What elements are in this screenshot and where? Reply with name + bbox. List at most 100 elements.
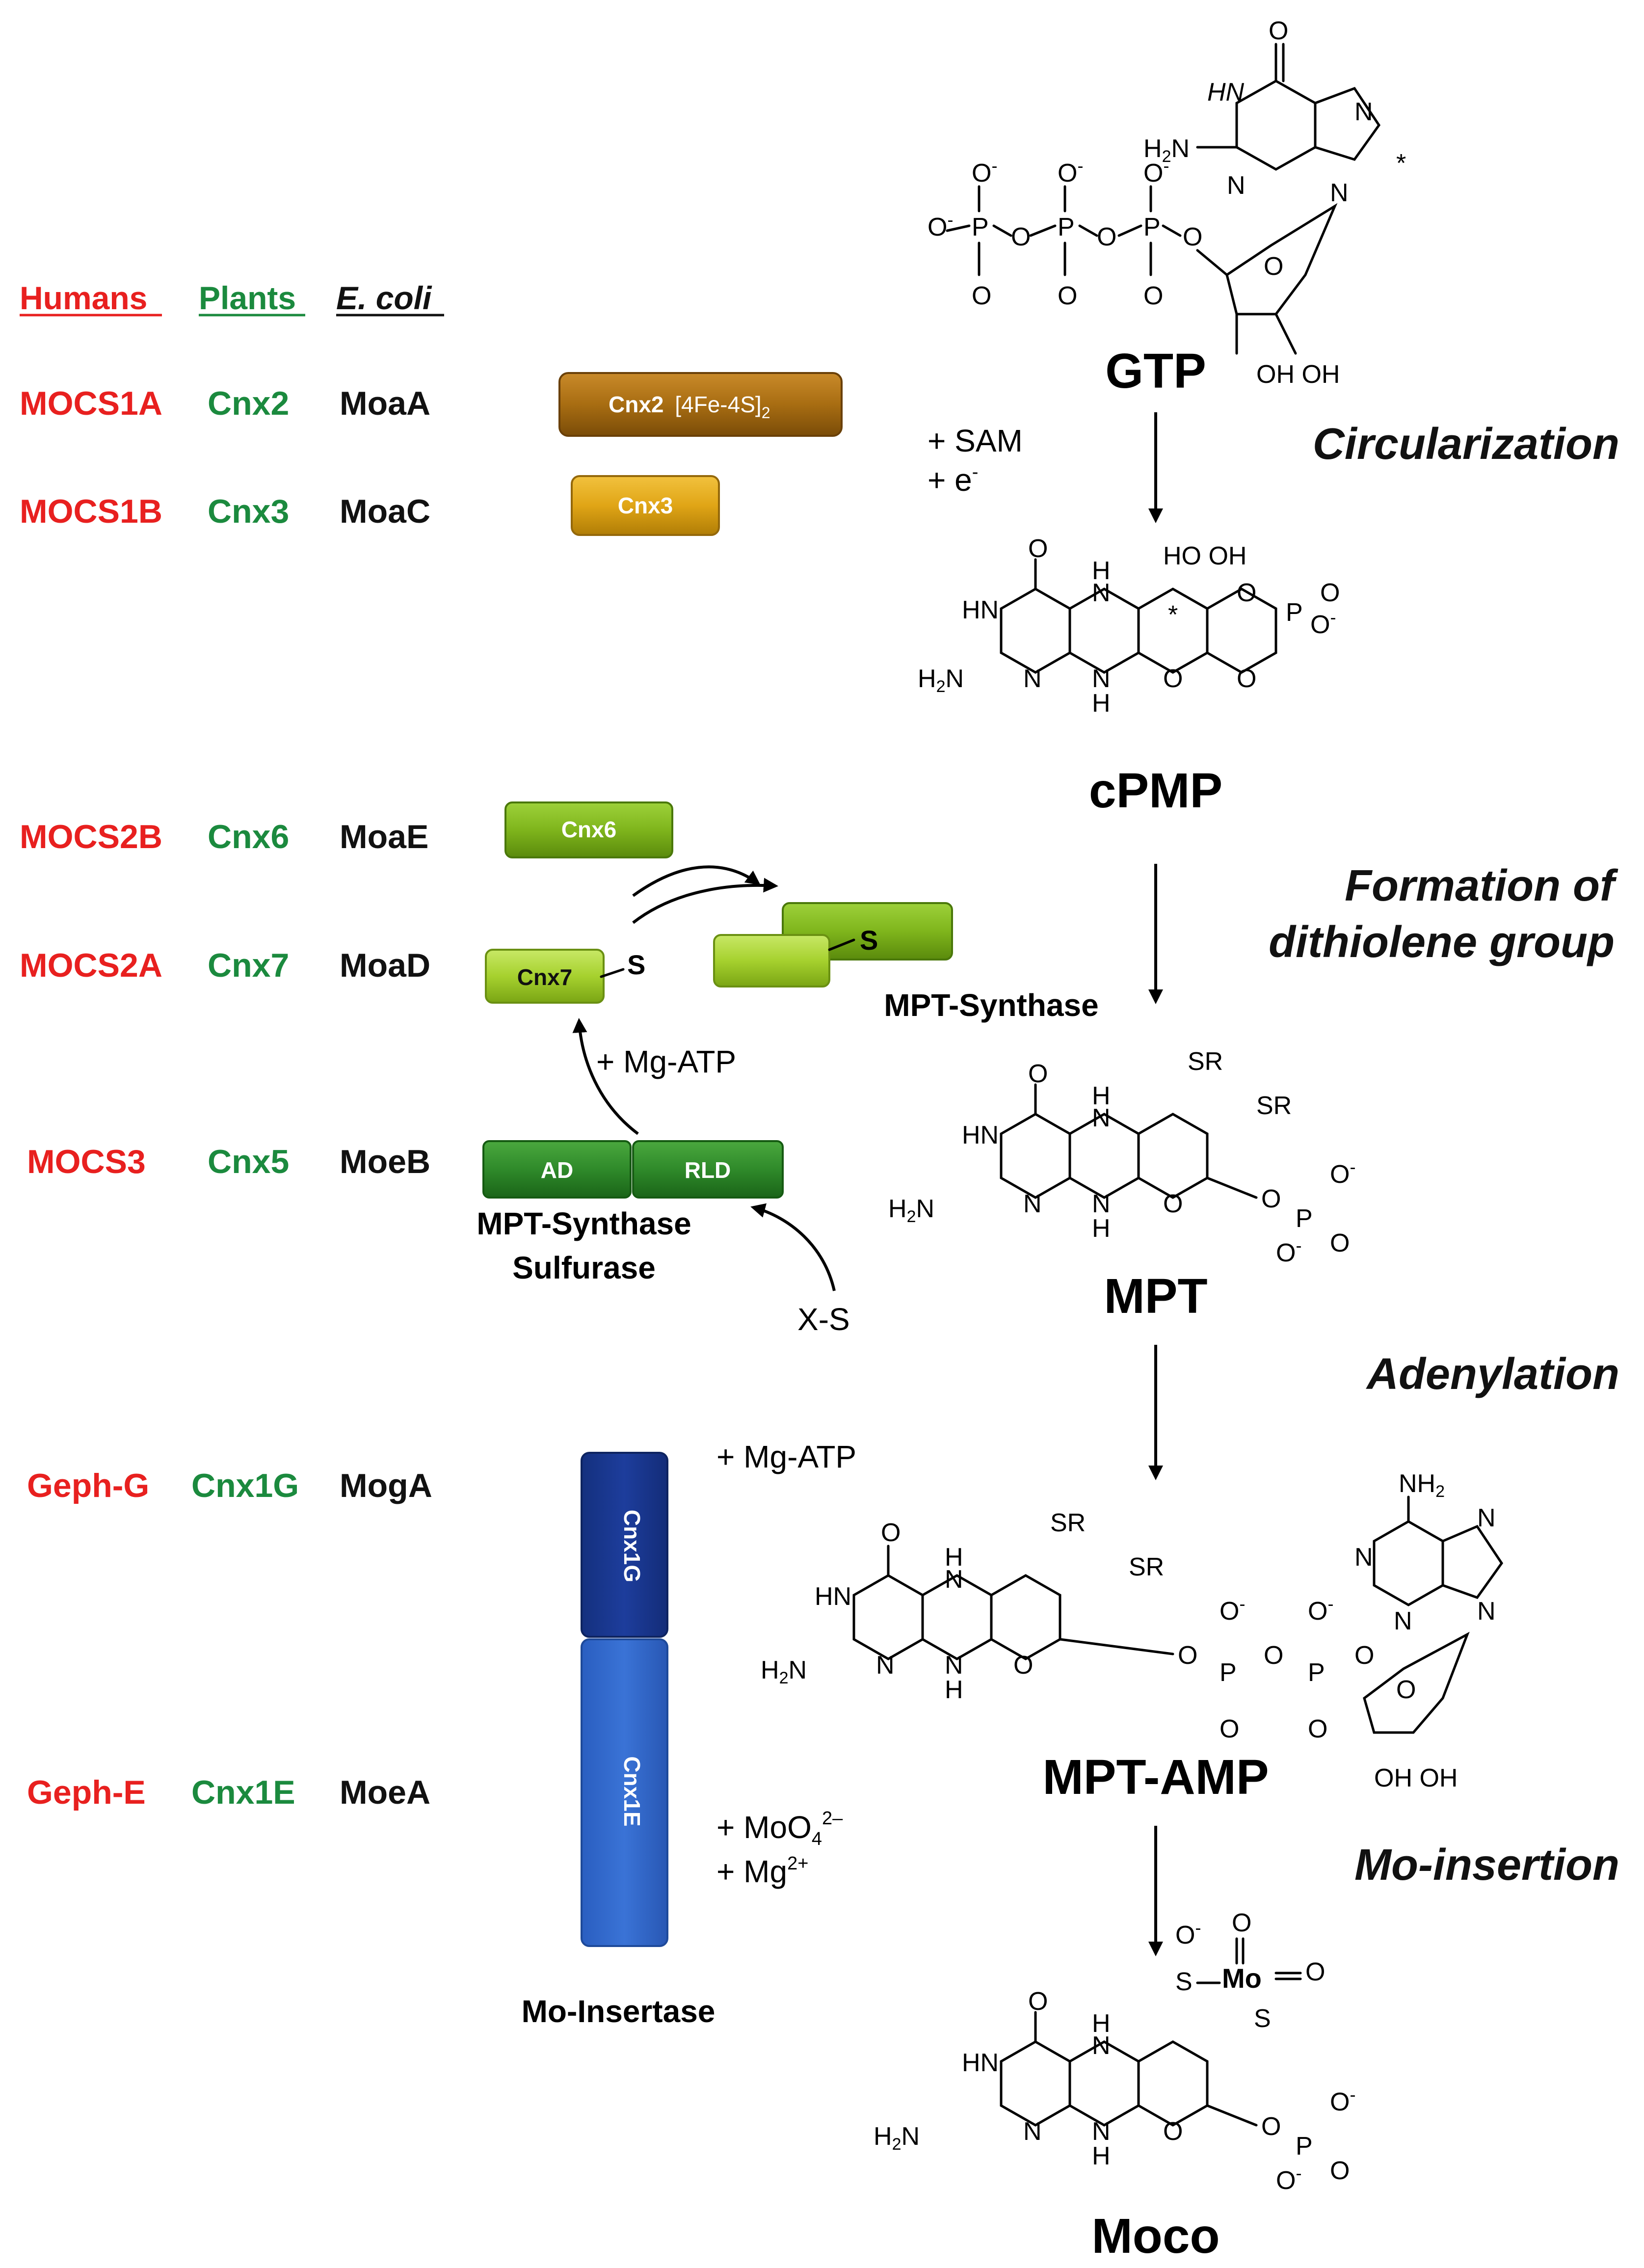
- svg-text:N: N: [1092, 2117, 1111, 2146]
- svg-text:O-: O-: [1276, 2163, 1301, 2195]
- svg-text:O-: O-: [1330, 1157, 1355, 1189]
- cnx6-label: Cnx6: [561, 817, 616, 842]
- ecoli-gene: MoaC: [340, 493, 430, 530]
- svg-text:N: N: [1023, 665, 1042, 693]
- svg-text:O: O: [1178, 1641, 1197, 1670]
- sam-reagent: + SAM: [928, 423, 1023, 458]
- step-dithiolene-2: dithiolene group: [1269, 918, 1615, 967]
- svg-text:N: N: [945, 1565, 963, 1594]
- svg-text:O: O: [1261, 1185, 1281, 1213]
- gene-row-5: MOCS3 Cnx5 MoeB: [27, 1143, 430, 1180]
- svg-text:O: O: [1308, 1715, 1327, 1743]
- svg-text:O: O: [1028, 1060, 1048, 1088]
- svg-text:SR: SR: [1188, 1047, 1223, 1076]
- svg-text:*: *: [1396, 149, 1406, 178]
- ecoli-gene: MoaE: [340, 818, 428, 855]
- svg-text:O: O: [1354, 1641, 1374, 1670]
- svg-text:Mo: Mo: [1222, 1963, 1262, 1994]
- svg-text:O: O: [1097, 223, 1116, 251]
- mpt-synthase-sulfur: S: [860, 925, 878, 956]
- svg-text:N: N: [1330, 179, 1349, 207]
- mo-insertase-label: Mo-Insertase: [522, 1994, 716, 2029]
- ecoli-gene: MogA: [340, 1467, 432, 1504]
- plant-gene: Cnx5: [208, 1143, 289, 1180]
- svg-text:H: H: [1092, 557, 1111, 585]
- svg-text:O-: O-: [1058, 156, 1083, 187]
- svg-text:O: O: [1028, 1987, 1048, 2016]
- cnx6-to-complex-arrow: [632, 865, 761, 897]
- step-dithiolene-1: Formation of: [1345, 861, 1618, 910]
- gene-row-7: Geph-E Cnx1E MoeA: [27, 1774, 430, 1811]
- gene-row-4: MOCS2A Cnx7 MoaD: [20, 947, 430, 984]
- magnesium-reagent: + Mg: [716, 1854, 787, 1889]
- svg-text:OH OH: OH OH: [1374, 1764, 1458, 1792]
- header-plants: Plants: [199, 280, 296, 316]
- svg-text:N: N: [876, 1651, 895, 1680]
- svg-text:N: N: [1227, 171, 1246, 200]
- cnx2-cluster-label: [4Fe-4S]: [675, 392, 761, 417]
- svg-text:HN: HN: [815, 1582, 851, 1611]
- svg-text:H2N: H2N: [874, 2122, 920, 2154]
- svg-text:O-: O-: [1143, 156, 1169, 187]
- cnx3-protein-box: Cnx3: [571, 475, 720, 536]
- svg-text:O: O: [1011, 223, 1031, 251]
- human-gene: MOCS1B: [20, 493, 162, 530]
- svg-text:H: H: [1092, 2009, 1111, 2038]
- ecoli-gene: MoeA: [340, 1774, 430, 1811]
- svg-text:N: N: [1092, 1190, 1111, 1218]
- human-gene: Geph-E: [27, 1774, 146, 1811]
- cnx1e-label: Cnx1E: [619, 1756, 645, 1826]
- cnx2-protein-box: Cnx2 [4Fe-4S]2: [558, 372, 843, 437]
- svg-text:H2N: H2N: [761, 1656, 807, 1687]
- svg-text:O: O: [1028, 534, 1048, 563]
- moco-structure: O HN H2N N N H N H O S S Mo O- O O O P O…: [874, 1909, 1355, 2195]
- svg-text:O-: O-: [1175, 1918, 1201, 1949]
- svg-text:N: N: [1354, 1543, 1373, 1572]
- header-humans: Humans: [20, 280, 147, 316]
- human-gene: Geph-G: [27, 1467, 149, 1504]
- svg-text:O: O: [1163, 1190, 1183, 1218]
- svg-text:N: N: [1092, 665, 1111, 693]
- gtp-structure: O HN N N H2N * N O OH OH O P O- O O P O-…: [928, 17, 1406, 389]
- cpmp-structure: O HN H2N N N H N H HO OH * O O P O O- O: [918, 534, 1340, 718]
- svg-text:H2N: H2N: [918, 665, 964, 696]
- svg-text:N: N: [1092, 1104, 1111, 1132]
- svg-text:H: H: [945, 1543, 963, 1572]
- svg-text:O: O: [1183, 223, 1202, 251]
- svg-text:S: S: [1254, 2004, 1271, 2033]
- cnx7-sulfur: S: [627, 949, 645, 980]
- cnx5-to-cnx7-arrow: [572, 1018, 639, 1135]
- svg-text:P: P: [1143, 213, 1161, 241]
- svg-text:+ Mg2+: + Mg2+: [716, 1853, 808, 1889]
- xs-to-cnx5-arrow: [750, 1203, 836, 1291]
- human-gene: MOCS3: [27, 1143, 146, 1180]
- gene-row-3: MOCS2B Cnx6 MoaE: [20, 818, 428, 855]
- sulfurase-label-2: Sulfurase: [512, 1250, 656, 1285]
- svg-text:O: O: [1269, 17, 1288, 45]
- svg-text:H: H: [1092, 2142, 1111, 2170]
- svg-text:HN: HN: [962, 2049, 999, 2077]
- svg-text:HN: HN: [1207, 78, 1245, 107]
- plant-gene: Cnx3: [208, 493, 289, 530]
- svg-text:O: O: [1320, 579, 1340, 607]
- mpt-structure: O HN H2N N N H N H SR SR O O P O- O O-: [888, 1047, 1355, 1267]
- compound-mpt: MPT: [1104, 1269, 1207, 1324]
- svg-text:H: H: [1092, 1082, 1111, 1110]
- svg-text:H: H: [1092, 1214, 1111, 1243]
- svg-text:N: N: [1092, 2031, 1111, 2060]
- svg-text:O: O: [1264, 1641, 1283, 1670]
- svg-text:N: N: [1477, 1504, 1496, 1532]
- svg-text:+ MoO42–: + MoO42–: [716, 1808, 843, 1849]
- plant-gene: Cnx1E: [191, 1774, 295, 1811]
- svg-text:*: *: [1168, 601, 1178, 629]
- rld-domain-label: RLD: [685, 1157, 731, 1183]
- svg-text:N: N: [1394, 1607, 1412, 1635]
- svg-text:P: P: [1058, 213, 1075, 241]
- svg-text:NH2: NH2: [1399, 1469, 1445, 1501]
- step-mo-insertion: Mo-insertion: [1354, 1841, 1619, 1890]
- svg-text:P: P: [1296, 1204, 1313, 1233]
- svg-text:O: O: [1396, 1676, 1416, 1704]
- ecoli-gene: MoaA: [340, 385, 430, 422]
- mg-atp-reagent-2: + Mg-ATP: [716, 1439, 856, 1474]
- svg-text:N: N: [1023, 1190, 1042, 1218]
